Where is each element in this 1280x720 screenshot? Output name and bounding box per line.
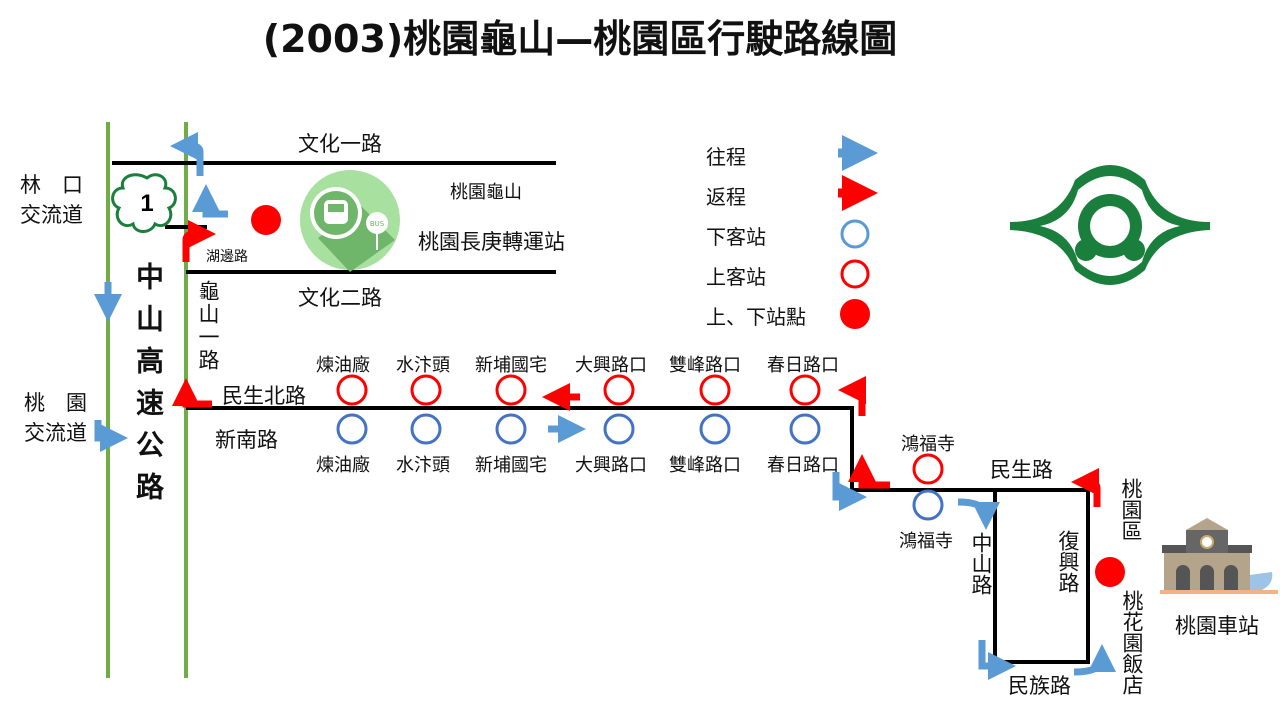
red-arrow-icon — [1071, 468, 1101, 507]
alighting-stop-ring — [410, 413, 442, 445]
red-arrow-icon — [848, 454, 890, 489]
boarding-stop-ring — [336, 374, 368, 406]
alighting-stop-ring — [912, 489, 944, 521]
boarding-stop-label: 水汴頭 — [396, 355, 450, 376]
alighting-stop-label: 水汴頭 — [396, 455, 450, 476]
alighting-stop-label: 雙峰路口 — [669, 455, 741, 476]
boarding-stop-ring — [495, 374, 527, 406]
legend-alighting-label: 下客站 — [706, 225, 766, 249]
boarding-stop-ring — [789, 374, 821, 406]
highway-number: 1 — [140, 190, 153, 217]
boarding-stop-ring — [699, 374, 731, 406]
boarding-stop-label: 新埔國宅 — [475, 355, 547, 376]
boarding-stop-ring — [912, 453, 944, 485]
boarding-stop-label: 春日路口 — [767, 355, 839, 376]
road-minsheng-north-label: 民生北路 — [222, 384, 306, 408]
blue-arrow-icon — [170, 132, 204, 176]
red-arrow-icon — [838, 376, 867, 416]
train-station-icon — [1160, 518, 1278, 594]
legend-boarding-label: 上客站 — [706, 265, 766, 289]
blue-arrow-icon — [978, 640, 1016, 680]
boarding-stop-ring — [603, 374, 635, 406]
boarding-stop-label: 鴻福寺 — [901, 434, 955, 455]
road-xinnan-label: 新南路 — [215, 428, 278, 452]
end-stop-dot — [1095, 557, 1125, 587]
page-title: (2003)桃園龜山—桃園區行駛路線圖 — [262, 17, 898, 61]
road-zhongshan-label: 中山路 — [969, 532, 993, 595]
bus-station-icon: BUS — [300, 170, 400, 272]
alighting-stop-label: 新埔國宅 — [475, 455, 547, 476]
alighting-stop-ring — [336, 413, 368, 445]
legend-blue-ring-icon — [840, 219, 870, 249]
alighting-stop-label: 鴻福寺 — [899, 531, 953, 552]
road-hubian-label: 湖邊路 — [206, 249, 248, 265]
alighting-stop-ring — [789, 413, 821, 445]
legend-both-label: 上、下站點 — [706, 305, 806, 329]
bus-sign-text: BUS — [370, 220, 385, 228]
interchange-linkou-label: 林 口 交流道 — [20, 173, 83, 227]
highway-name-label: 中山高速公路 — [132, 262, 165, 514]
blue-arrow-icon — [94, 420, 128, 452]
legend-return-label: 返程 — [706, 185, 746, 209]
red-arrow-icon — [172, 378, 212, 408]
blue-arrow-icon — [957, 498, 1000, 530]
blue-arrow-icon — [832, 472, 867, 511]
road-wenhua2-label: 文化二路 — [298, 286, 382, 310]
blue-arrow-icon — [1073, 644, 1116, 676]
blue-arrow-icon — [192, 184, 228, 218]
highway-shield-icon — [111, 173, 177, 233]
end-district-label: 桃園區 — [1119, 478, 1143, 541]
alighting-stop-label: 春日路口 — [767, 455, 839, 476]
road-guishan1-label: 龜山一路 — [196, 280, 220, 372]
boarding-stop-label: 雙峰路口 — [669, 355, 741, 376]
outbound-arrows — [94, 132, 1116, 680]
boarding-stop-label: 大興路口 — [575, 355, 647, 376]
road-fuxing-label: 復興路 — [1056, 530, 1080, 593]
return-arrows — [172, 220, 1101, 507]
legend-outbound-label: 往程 — [706, 145, 746, 169]
road-wenhua1-label: 文化一路 — [298, 132, 382, 156]
alighting-stop-ring — [699, 413, 731, 445]
road-minsheng-label: 民生路 — [990, 458, 1053, 482]
alighting-stop-ring — [603, 413, 635, 445]
boarding-stop-label: 煉油廠 — [316, 355, 370, 376]
alighting-stop-ring — [495, 413, 527, 445]
station-label: 桃園車站 — [1175, 614, 1259, 638]
legend-red-ring-icon — [840, 259, 870, 289]
stop-rings — [336, 374, 944, 521]
end-hotel-label: 桃花園飯店 — [1120, 590, 1144, 695]
terminal-stop-dot — [251, 205, 281, 235]
interchange-taoyuan-label: 桃 園 交流道 — [24, 391, 87, 445]
legend-red-dot-icon — [840, 299, 870, 329]
road-minzu-label: 民族路 — [1008, 674, 1071, 698]
alighting-stop-label: 大興路口 — [575, 455, 647, 476]
city-logo — [1010, 165, 1210, 285]
alighting-stop-label: 煉油廠 — [316, 455, 370, 476]
terminal-name-label: 桃園長庚轉運站 — [418, 230, 565, 254]
terminal-district-label: 桃園龜山 — [450, 182, 522, 203]
red-arrow-icon — [182, 220, 216, 262]
boarding-stop-ring — [410, 374, 442, 406]
